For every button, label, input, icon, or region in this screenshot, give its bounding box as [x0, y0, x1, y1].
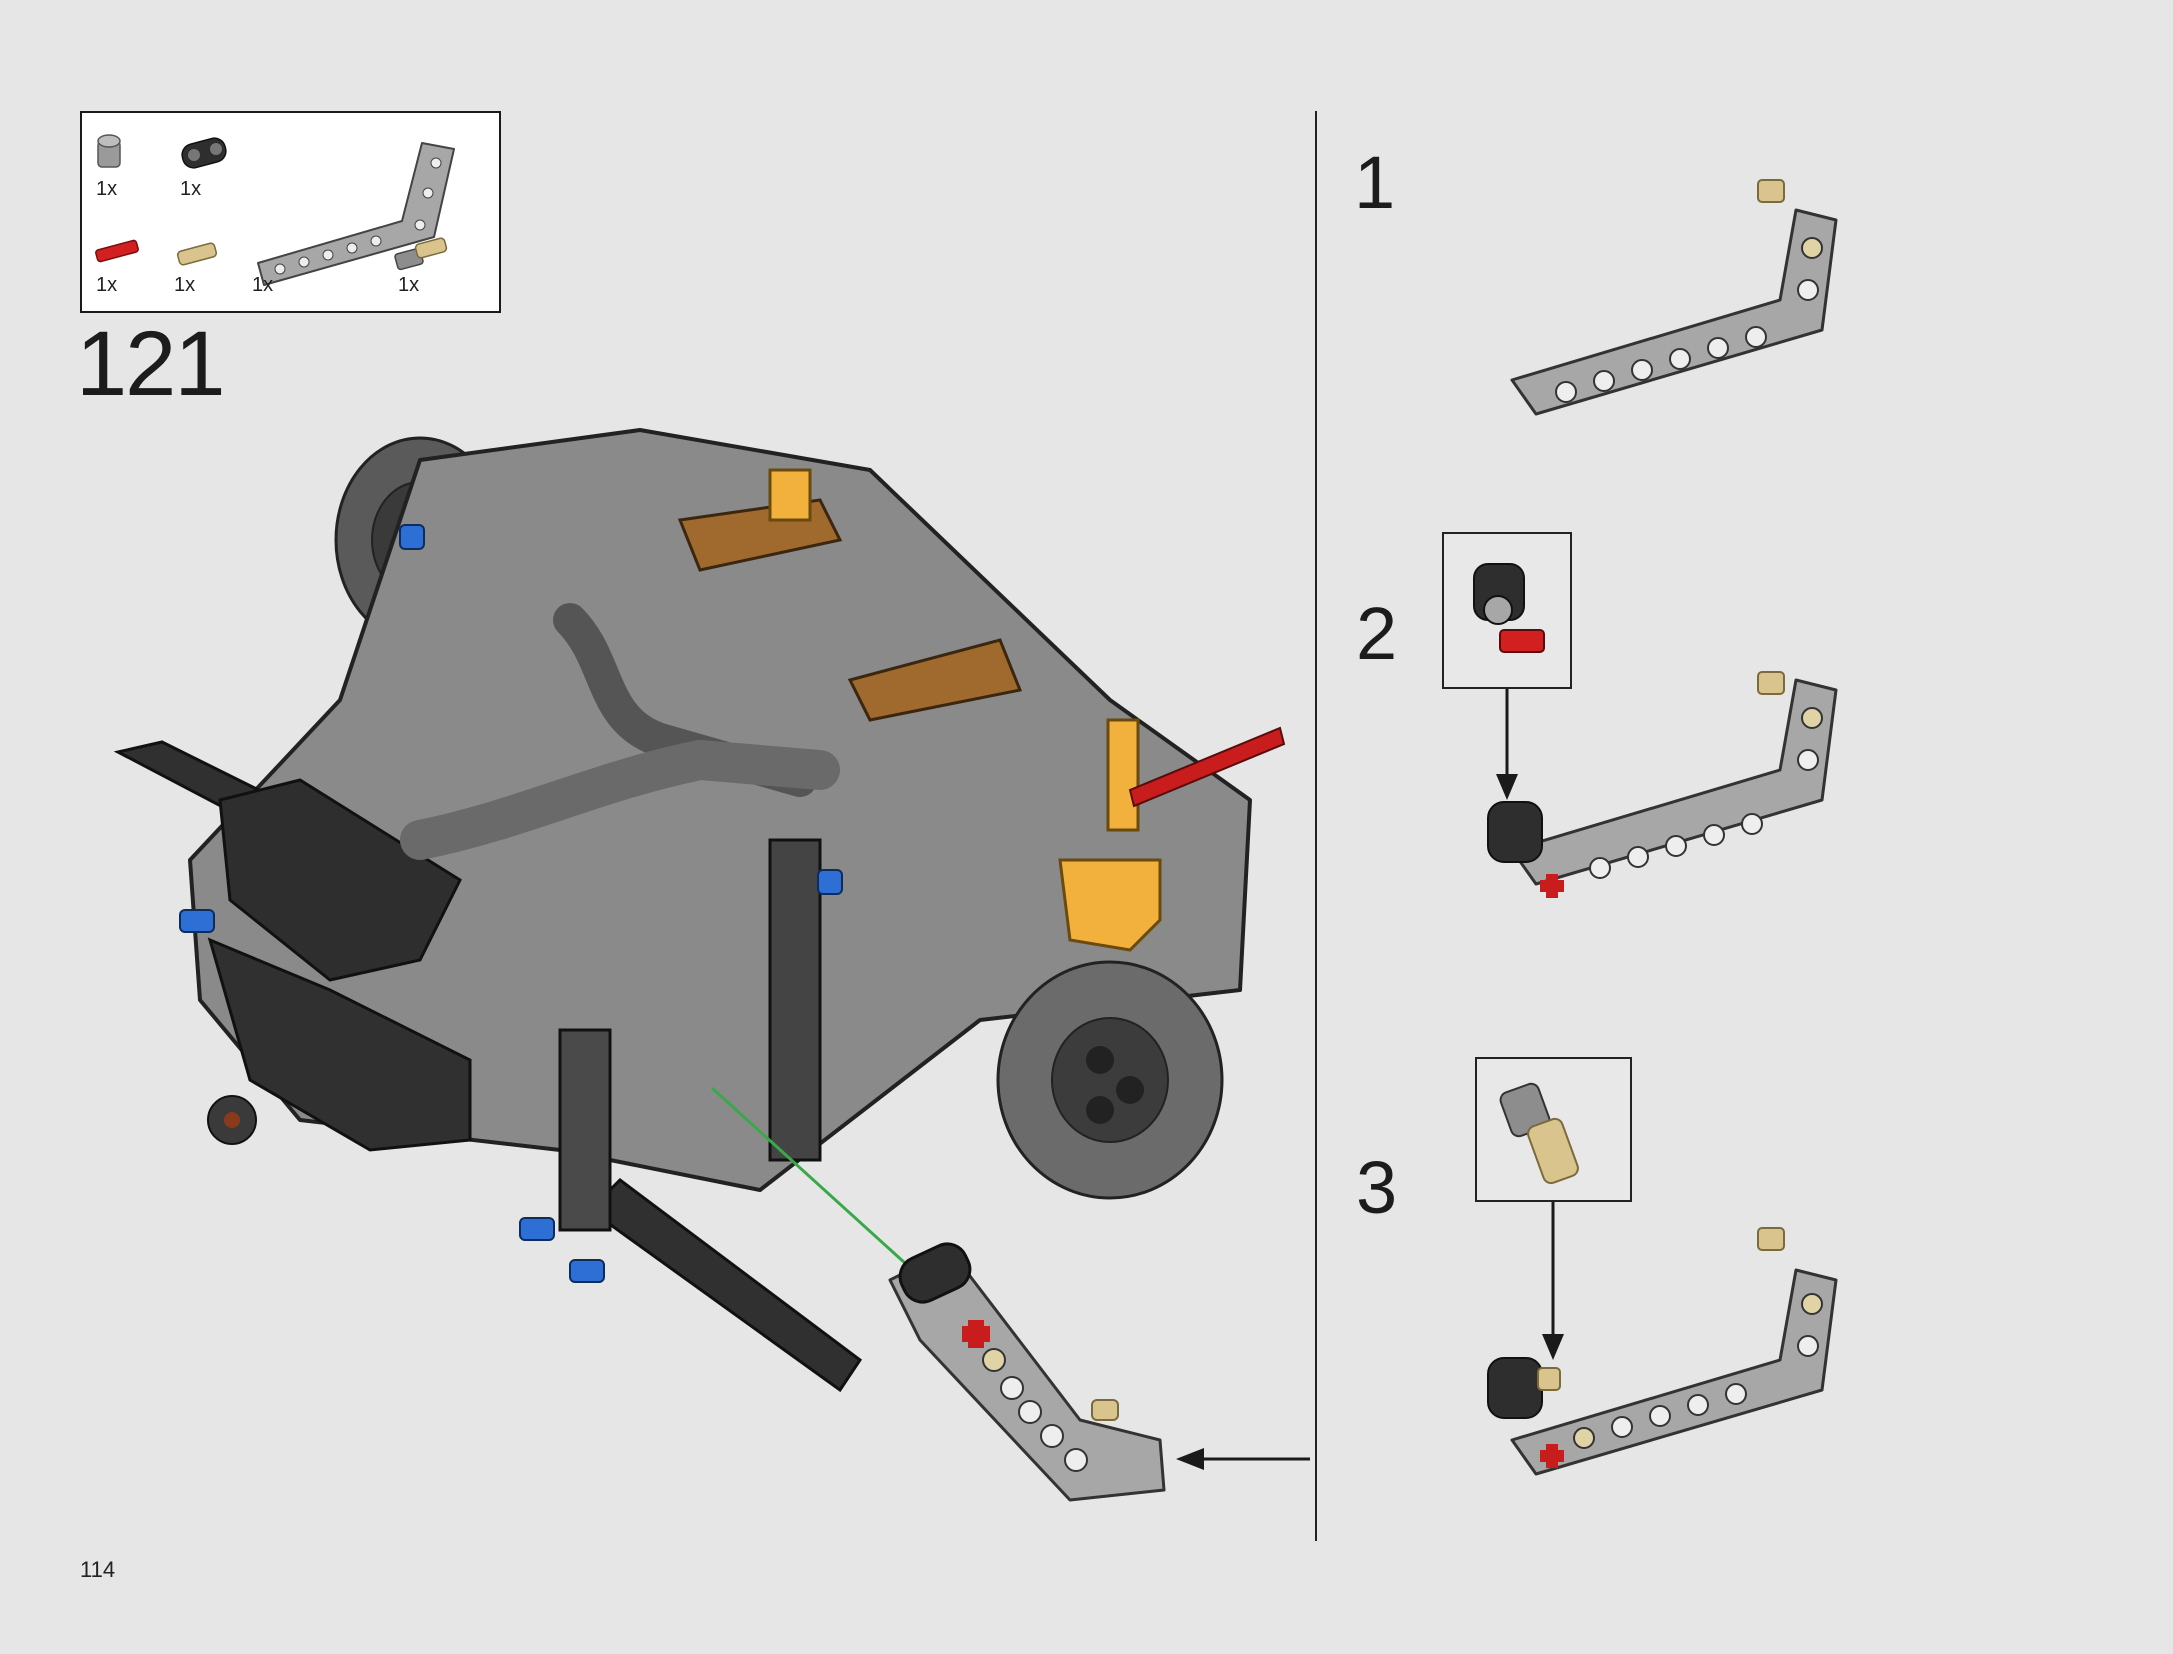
parts-list: 1x 1x 1x 1x 1x 1x: [80, 111, 501, 313]
exhaust-tube: [553, 603, 817, 797]
yellow-post: [1106, 718, 1140, 832]
column-divider: [1315, 111, 1317, 1541]
light-gray-bush-part: [97, 134, 121, 168]
substep-number-3: 3: [1356, 1146, 1398, 1229]
insert-arrow: [1176, 1448, 1310, 1470]
qty-light-gray-bent-beam: 1x: [252, 274, 274, 296]
callout-3-parts: [1499, 1082, 1579, 1185]
substep-number-2: 2: [1356, 592, 1398, 675]
red-axle-part: [95, 239, 139, 263]
step-number: 121: [76, 313, 225, 415]
substep-2-arrow: [1496, 689, 1518, 800]
qty-tan-axle-pin: 1x: [174, 274, 196, 296]
substep-2-assembly: [1487, 671, 1838, 898]
red-axle-protruding: [1128, 726, 1286, 808]
substep-number-1: 1: [1354, 141, 1396, 224]
center-vertical-beam: [768, 838, 822, 1162]
page-number: 114: [80, 1557, 116, 1582]
black-connector-part: [181, 137, 227, 169]
qty-tan-pin-with-bush: 1x: [398, 274, 420, 296]
dark-underbody: [207, 937, 472, 1152]
qty-light-gray-bush: 1x: [96, 178, 118, 200]
chassis-frame: [188, 428, 1252, 1192]
exhaust-tube-2: [400, 739, 840, 860]
tan-pin-with-bush-part: [394, 237, 448, 271]
brown-cylinder-front: [847, 638, 1023, 722]
brake-disc-front: [996, 960, 1224, 1200]
yellow-corner: [768, 468, 812, 522]
blue-pins: [179, 524, 843, 1283]
small-gear: [207, 1095, 257, 1145]
light-gray-bent-beam-part: [257, 142, 455, 286]
callout-2-parts: [1473, 563, 1545, 653]
substep-3-assembly: [1487, 1227, 1838, 1476]
yellow-panel: [1058, 858, 1162, 952]
tan-axle-pin-part: [176, 242, 218, 266]
callout-substep-2: [1442, 532, 1572, 689]
front-left-vertical-beam: [558, 1028, 612, 1232]
qty-red-axle: 1x: [96, 274, 118, 296]
attaching-bent-beam: [888, 1242, 1166, 1502]
dark-fender-block: [218, 778, 462, 982]
front-long-beam: [587, 1178, 863, 1393]
callout-substep-3: [1475, 1057, 1632, 1202]
main-model-illustration: [113, 428, 1310, 1502]
qty-black-connector: 1x: [180, 178, 202, 200]
parts-list-illustrations: [95, 134, 455, 286]
substep-3-arrow: [1542, 1202, 1564, 1360]
substep-1-bent-beam: [1510, 179, 1838, 416]
